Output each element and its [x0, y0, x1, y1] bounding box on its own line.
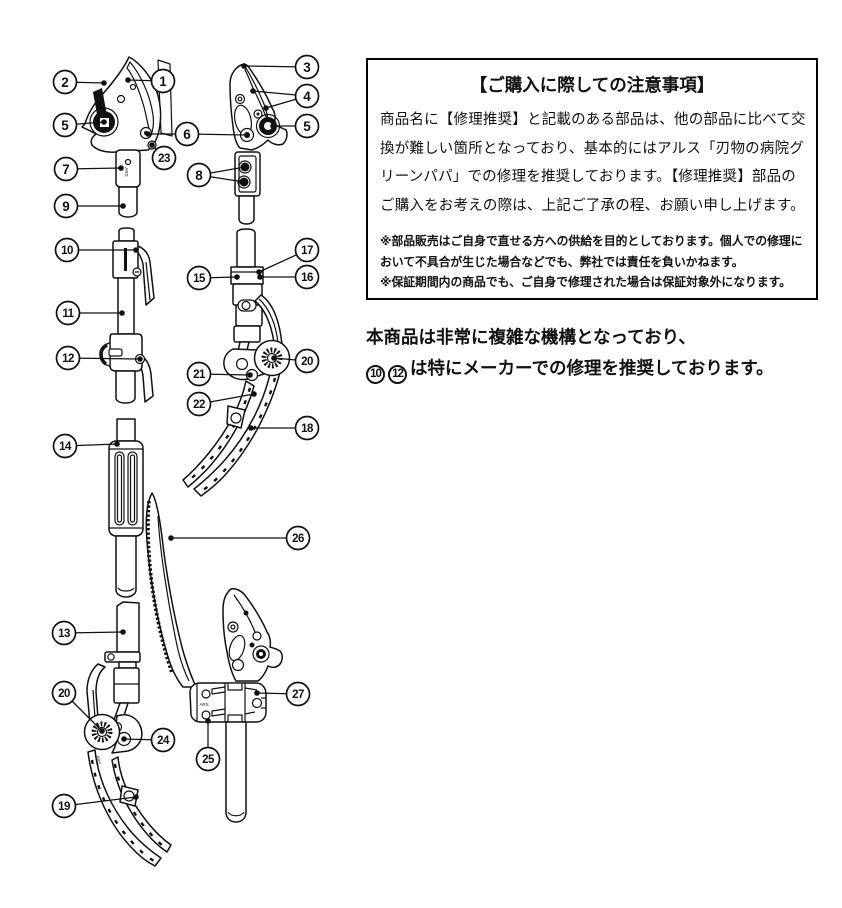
notice-footnote-3: ※保証期間内の商品でも、ご自身で修理された場合は保証対象外になります。 [380, 275, 792, 289]
diagram-callouts: 2 1 3 4 5 [51, 54, 320, 819]
callout-27: 27 [254, 681, 311, 707]
notice-footnote-1: ※部品販売はご自身で直せる方への供給を目的としております。個人での修理に [380, 234, 803, 248]
part-saw-mount-bracket: ARS [189, 682, 267, 823]
callout-22: 22 [186, 391, 257, 417]
notice-body-line-3: リーンパパ」での修理を推奨しております。【修理推奨】部品の [380, 169, 797, 185]
svg-text:13: 13 [58, 628, 70, 640]
callout-15: 15 [186, 265, 240, 291]
callout-9: 9 [53, 193, 126, 219]
callout-26: 26 [168, 525, 311, 551]
svg-text:2: 2 [61, 75, 69, 90]
svg-text:25: 25 [202, 754, 215, 766]
svg-text:16: 16 [301, 272, 313, 284]
svg-text:3: 3 [303, 60, 311, 75]
svg-text:12: 12 [62, 353, 74, 365]
circled-part-number-10: 10 [366, 365, 385, 384]
callout-2: 2 [52, 69, 107, 95]
svg-text:26: 26 [292, 533, 304, 545]
notice-body-line-1: 商品名に【修理推奨】と記載のある部品は、他の部品に比べて交 [380, 112, 806, 128]
svg-text:15: 15 [193, 273, 206, 285]
callout-3: 3 [241, 54, 320, 80]
callout-7: 7 [53, 156, 124, 182]
svg-text:20: 20 [58, 688, 70, 700]
notice-footnote-2: おいて不具合が生じた場合などでも、弊社では責任を負いかねます。 [380, 254, 744, 269]
callout-12: 12 [55, 345, 143, 371]
svg-text:11: 11 [62, 308, 74, 320]
part-cutting-head-b [229, 63, 288, 268]
part-cutting-head-c [222, 588, 283, 682]
callout-18: 18 [248, 415, 320, 441]
callout-8: 8 [186, 162, 248, 188]
notice-body-line-4: ご購入をお考えの際は、上記ご了承の程、お願い申し上げます。 [380, 197, 805, 214]
part-saw-blade [145, 492, 197, 688]
notice-body: 商品名に【修理推奨】と記載のある部品は、他の部品に比べて交 換が難しい箇所となっ… [380, 106, 806, 220]
callout-5b: 5 [270, 113, 320, 139]
diagram-parts: ARS [81, 56, 291, 867]
callout-16: 16 [257, 264, 320, 290]
svg-text:19: 19 [58, 801, 70, 813]
callout-20-left: 20 [51, 680, 105, 734]
callout-20-right: 20 [271, 348, 320, 374]
part-pole-upper-section [99, 227, 155, 404]
callout-25: 25 [195, 718, 221, 772]
svg-text:23: 23 [158, 153, 170, 165]
callout-1: 1 [125, 68, 176, 94]
svg-text:22: 22 [193, 399, 205, 411]
svg-text:5: 5 [303, 119, 311, 134]
callout-10: 10 [54, 237, 139, 263]
svg-text:10: 10 [61, 245, 73, 257]
part-center-handle-assembly [182, 266, 291, 497]
callout-17: 17 [256, 237, 320, 275]
callout-21: 21 [186, 361, 253, 387]
svg-text:24: 24 [157, 735, 170, 747]
svg-text:8: 8 [195, 168, 203, 183]
svg-text:5: 5 [61, 118, 69, 133]
repair-note-line-2-text: は特にメーカーでの修理を推奨しております。 [410, 358, 774, 378]
svg-text:6: 6 [183, 127, 191, 142]
svg-text:7: 7 [62, 162, 70, 177]
callout-4: 4 [250, 83, 320, 111]
callout-13: 13 [51, 620, 126, 646]
svg-text:ARS: ARS [199, 702, 208, 707]
circled-part-number-12: 12 [388, 365, 407, 384]
repair-note-line-1: 本商品は非常に複雑な機構となっており、 [366, 327, 696, 347]
svg-text:1: 1 [159, 74, 167, 89]
svg-text:4: 4 [303, 89, 311, 104]
callout-19: 19 [51, 793, 139, 819]
callout-24: 24 [121, 727, 176, 753]
callout-14: 14 [52, 433, 120, 459]
notice-box: 【ご購入に際しての注意事項】 商品名に【修理推奨】と記載のある部品は、他の部品に… [366, 58, 818, 300]
callout-11: 11 [55, 300, 125, 326]
svg-text:ARS: ARS [95, 755, 102, 765]
svg-text:14: 14 [59, 441, 72, 453]
svg-text:27: 27 [292, 689, 304, 701]
callout-23: 23 [149, 142, 177, 171]
part-grip-and-lower-pole [86, 418, 144, 725]
svg-text:18: 18 [301, 423, 314, 435]
callout-5a: 5 [52, 112, 107, 138]
notice-body-line-2: 換が難しい箇所となっており、基本的にはアルス「刃物の病院グ [380, 140, 804, 157]
parts-diagram: ARS [51, 54, 320, 867]
notice-title: 【ご購入に際しての注意事項】 [469, 75, 715, 95]
svg-text:21: 21 [193, 369, 206, 381]
notice-footnotes: ※部品販売はご自身で直せる方への供給を目的としております。個人での修理に おいて… [380, 231, 804, 293]
callout-6: 6 [145, 121, 250, 147]
svg-text:9: 9 [62, 199, 70, 214]
svg-text:20: 20 [301, 356, 313, 368]
svg-text:ARS: ARS [124, 167, 129, 176]
svg-text:17: 17 [301, 245, 313, 257]
